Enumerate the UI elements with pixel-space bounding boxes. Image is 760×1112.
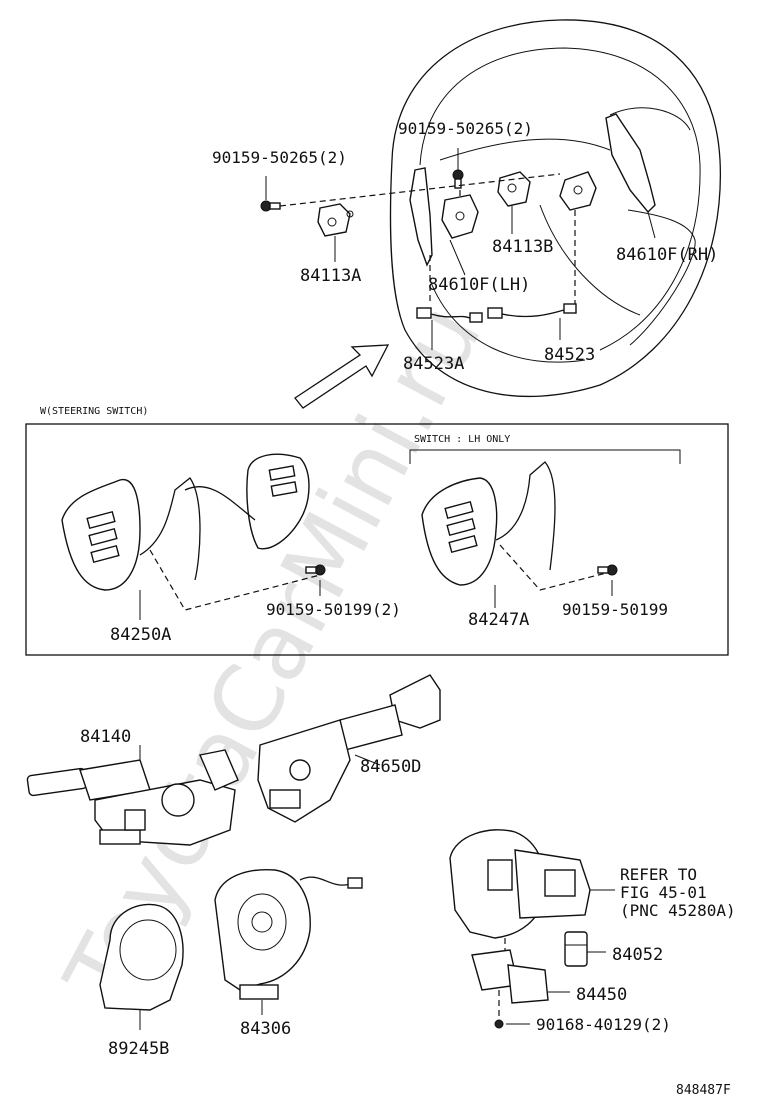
switch-84247a-part bbox=[421, 477, 498, 586]
label-combo-switch: 84140 bbox=[80, 727, 131, 747]
sensor-84052-part bbox=[564, 931, 588, 967]
label-wiper-switch: 84650D bbox=[360, 757, 421, 777]
bracket-84113b-part bbox=[497, 171, 531, 207]
label-paddle-lh: 84610F(LH) bbox=[428, 275, 530, 295]
label-cover: 89245B bbox=[108, 1039, 169, 1059]
cover-89245b-part bbox=[99, 903, 184, 1011]
label-wire: 84523 bbox=[544, 345, 595, 365]
label-refer-line2: FIG 45-01 bbox=[620, 883, 707, 902]
label-switch-247a: 84247A bbox=[468, 610, 529, 630]
bracket-84113a-part bbox=[317, 203, 354, 237]
paddle-switch-rh-part bbox=[559, 171, 597, 211]
label-wire-a: 84523A bbox=[403, 354, 464, 374]
screw-199-part bbox=[597, 564, 618, 576]
label-switch-250a: 84250A bbox=[110, 625, 171, 645]
lock-assembly-part bbox=[449, 829, 591, 939]
paddle-rh-part bbox=[605, 113, 656, 214]
screw-168-part bbox=[494, 990, 504, 1029]
switch-84250a-left-part bbox=[61, 478, 141, 591]
label-refer-line1: REFER TO bbox=[620, 865, 697, 884]
diagram-id: 848487F bbox=[676, 1083, 731, 1098]
wiper-switch-84650d-part bbox=[257, 674, 441, 823]
bracket-84450-part bbox=[471, 949, 549, 1004]
steering-wheel-group bbox=[389, 19, 722, 398]
label-screw-199-2: 90159-50199(2) bbox=[266, 600, 401, 619]
spiral-cable-84306-part bbox=[214, 868, 363, 1000]
screw-199-2-part bbox=[305, 564, 326, 576]
label-sensor: 84052 bbox=[612, 945, 663, 965]
label-screw-left: 90159-50265(2) bbox=[212, 148, 347, 167]
screw-left-part bbox=[260, 200, 281, 212]
paddle-switch-lh-part bbox=[441, 194, 479, 239]
direction-arrow bbox=[294, 344, 390, 409]
label-paddle-rh: 84610F(RH) bbox=[616, 245, 718, 265]
label-refer-line3: (PNC 45280A) bbox=[620, 901, 736, 920]
label-bracket-a: 84113A bbox=[300, 266, 361, 286]
label-screw-right: 90159-50265(2) bbox=[398, 119, 533, 138]
paddle-lh-part bbox=[409, 167, 433, 267]
combo-switch-84140-part bbox=[26, 749, 239, 846]
box-title-lh-only: SWITCH : LH ONLY bbox=[414, 434, 510, 445]
label-bracket-450: 84450 bbox=[576, 985, 627, 1005]
label-spiral-cable: 84306 bbox=[240, 1019, 291, 1039]
screw-right-part bbox=[452, 169, 464, 189]
steering-switch-box bbox=[25, 423, 729, 656]
label-screw-168: 90168-40129(2) bbox=[536, 1015, 671, 1034]
box-title-steering-switch: W(STEERING SWITCH) bbox=[40, 406, 148, 417]
wire-harness-part bbox=[416, 303, 577, 323]
switch-84250a-right-part bbox=[246, 453, 310, 550]
label-screw-199: 90159-50199 bbox=[562, 600, 668, 619]
label-bracket-b: 84113B bbox=[492, 237, 553, 257]
